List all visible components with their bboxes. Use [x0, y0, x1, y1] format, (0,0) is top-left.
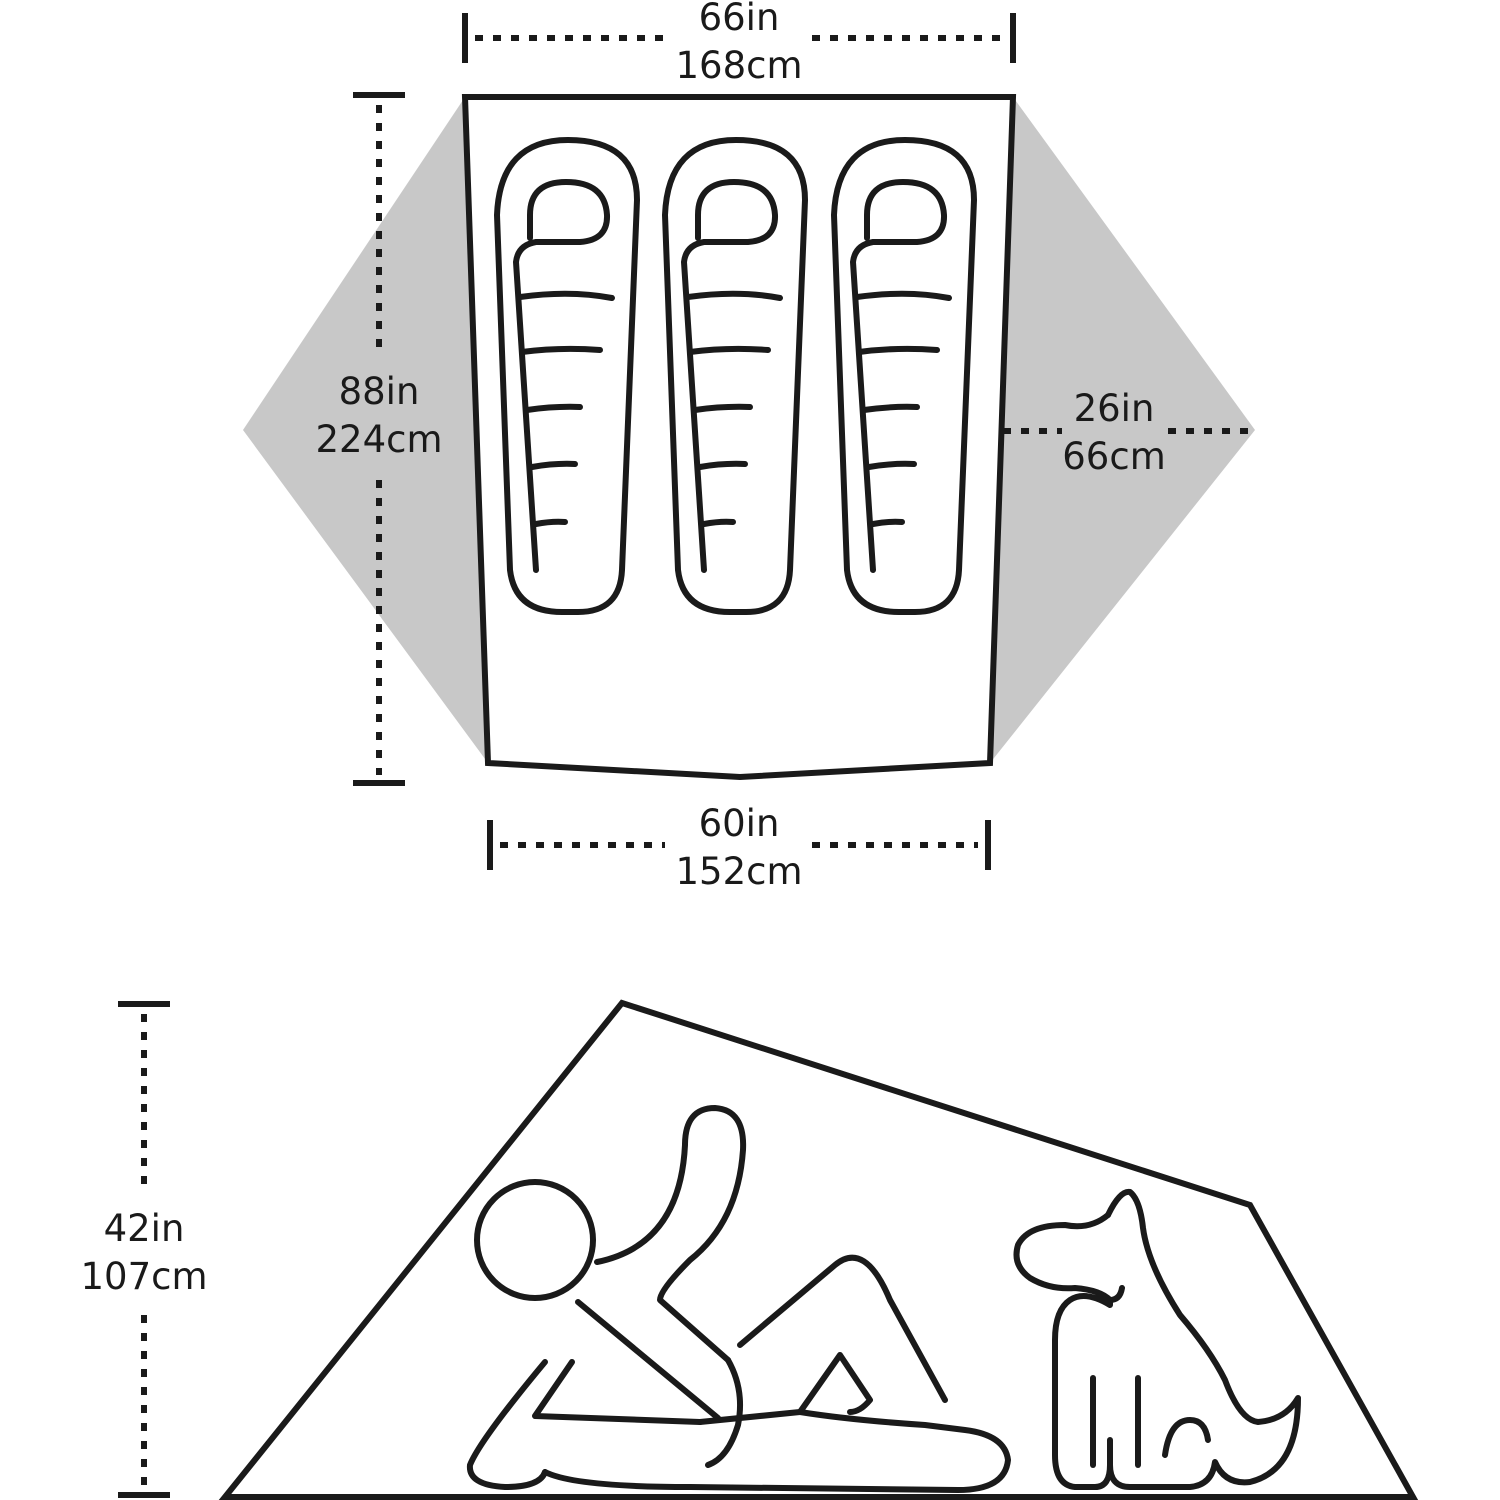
person-reclining — [466, 1105, 1011, 1493]
sleeping-bags — [494, 137, 977, 615]
tent-floor-outline — [461, 94, 1017, 781]
label-top-width: 66in 168cm — [629, 0, 849, 90]
tent-side-profile — [218, 999, 1419, 1500]
label-top-width-cm: 168cm — [675, 44, 803, 87]
dog-sitting — [1013, 1188, 1301, 1490]
label-vestibule-in: 26in — [1073, 387, 1155, 430]
label-bottom-width: 60in 152cm — [629, 800, 849, 896]
dim-line-top-width — [462, 13, 1016, 63]
dim-line-bottom-width — [487, 820, 991, 870]
dim-line-peak-height — [118, 1001, 170, 1498]
left-vestibule — [243, 97, 488, 763]
right-vestibule — [990, 97, 1255, 763]
label-vestibule-cm: 66cm — [1062, 435, 1166, 478]
label-length-in: 88in — [338, 370, 420, 413]
sleeping-bag-1 — [494, 137, 640, 615]
label-bottom-width-in: 60in — [698, 802, 780, 845]
label-vestibule-depth: 26in 66cm — [1004, 385, 1224, 481]
label-length-cm: 224cm — [315, 418, 443, 461]
label-length: 88in 224cm — [269, 368, 489, 464]
dim-line-length — [353, 92, 405, 786]
sleeping-bag-3 — [831, 137, 977, 615]
label-top-width-in: 66in — [698, 0, 780, 39]
label-peak-height-in: 42in — [103, 1207, 185, 1250]
label-peak-height: 42in 107cm — [34, 1205, 254, 1301]
label-bottom-width-cm: 152cm — [675, 850, 803, 893]
label-peak-height-cm: 107cm — [80, 1255, 208, 1298]
sleeping-bag-2 — [662, 137, 808, 615]
